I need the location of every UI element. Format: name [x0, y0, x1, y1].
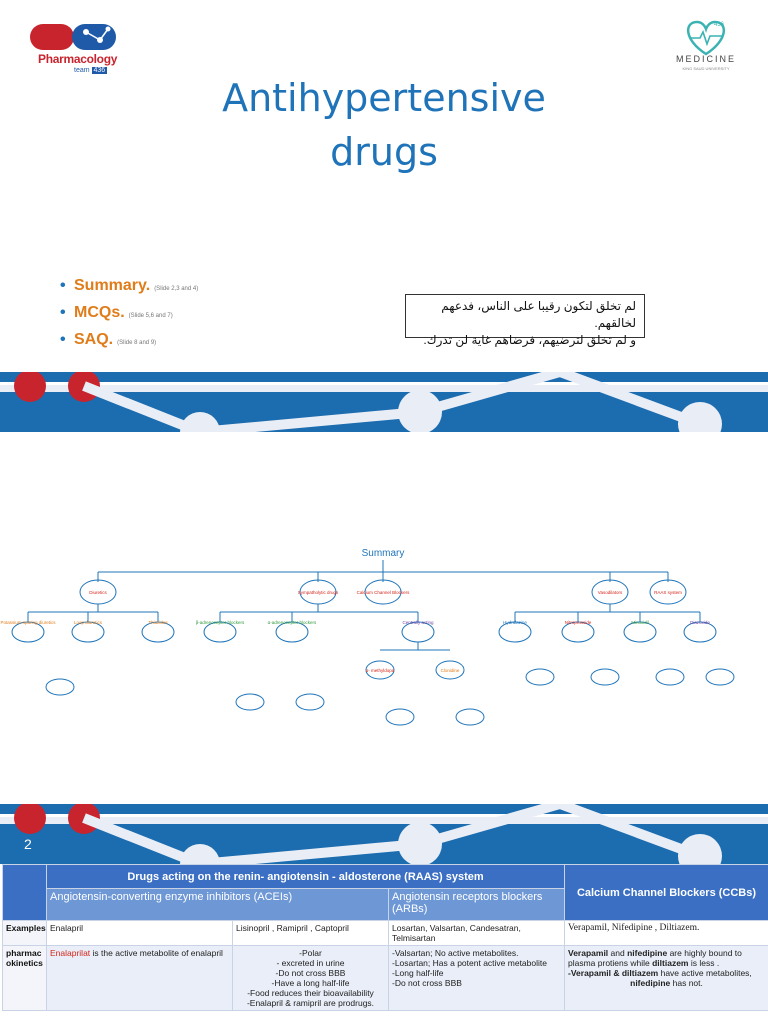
node-raas: RAAS system	[654, 590, 682, 595]
arb-header: Angiotensin receptors blockers (ARBs)	[388, 888, 565, 921]
arb-pk: -Valsartan; No active metabolites. -Losa…	[388, 945, 565, 1011]
raas-header: Drugs acting on the renin- angiotensin -…	[46, 864, 565, 889]
title-line-1: Antihypertensive	[222, 76, 546, 120]
contents-item[interactable]: •SAQ.(Slide 8 and 9)	[60, 331, 157, 348]
quote-line-2: و لم تخلق لترضيهم، فرضاهم غاية لن تدرك.	[423, 333, 636, 347]
node-hydralazine: Hydralazine	[503, 620, 527, 625]
acei-example-1: Enalapril	[46, 920, 233, 946]
corner-cell	[2, 864, 47, 921]
raas-ccb-table-slide: Drugs acting on the renin- angiotensin -…	[0, 864, 768, 1024]
node-thiazides: Thiazides	[148, 620, 168, 625]
quote-line-1: لم تخلق لتكون رقيبا على الناس، فدعهم لخا…	[441, 299, 636, 330]
arb-example: Losartan, Valsartan, Candesatran, Telmis…	[388, 920, 565, 946]
summary-heading: Summary	[362, 548, 405, 559]
title-slide: Pharmacology team 436 436 MEDICINE KING …	[0, 0, 768, 432]
page-number: 2	[24, 836, 32, 852]
node-ccb: Calcium Channel Blockers	[357, 590, 411, 595]
acei-pk-1: Enalaprilat is the active metabolite of …	[46, 945, 233, 1011]
acei-pk-2: -Polar - excreted in urine -Do not cross…	[232, 945, 389, 1011]
logo-left-title: Pharmacology	[38, 52, 118, 66]
pharmacology-team-logo: Pharmacology team 436	[28, 16, 128, 90]
node-central: Centrally acting	[402, 620, 434, 625]
node-alpha-blockers: α-adrenoceptor blockers	[268, 620, 317, 625]
summary-diagram: Summary Diuretics Sympatholytic d	[0, 548, 735, 726]
acei-header: Angiotensin-converting enzyme inhibitors…	[46, 888, 389, 921]
node-loop: Loop diuretics	[74, 620, 103, 625]
contents-list: •Summary.(Slide 2,3 and 4) •MCQs.(Slide …	[60, 274, 198, 355]
acei-example-2: Lisinopril , Ramipril , Captopril	[232, 920, 389, 946]
node-beta-blockers: β-adrenoceptor blockers	[196, 620, 245, 625]
node-diazoxide: Diazoxide	[690, 620, 710, 625]
medicine-logo: 436 MEDICINE KING SAUD UNIVERSITY	[664, 14, 748, 78]
node-vasodilators: Vasodilators	[598, 590, 623, 595]
contents-item[interactable]: •Summary.(Slide 2,3 and 4)	[60, 277, 199, 294]
logo-right-text: MEDICINE	[675, 54, 736, 64]
contents-item[interactable]: •MCQs.(Slide 5,6 and 7)	[60, 304, 173, 321]
row-label-examples: Examples	[2, 920, 47, 946]
node-nitroprusside: Nitroprusside	[565, 620, 592, 625]
node-clonidine: Clonidine	[441, 668, 460, 673]
ccb-header: Calcium Channel Blockers (CCBs)	[564, 864, 768, 921]
logo-right-badge: 436	[714, 22, 725, 28]
node-diuretics: Diuretics	[89, 590, 107, 595]
decorative-banner-2	[0, 804, 768, 864]
node-sympatholytic: Sympatholytic drugs	[298, 590, 339, 595]
logo-left-team: team 436	[74, 67, 108, 74]
summary-slide: Summary Diuretics Sympatholytic d	[0, 432, 768, 864]
ccb-pk: Verapamil and nifedipine are highly boun…	[564, 945, 768, 1011]
row-label-pharmacokinetics: pharmacokinetics	[2, 945, 47, 1011]
node-minoxidil: Minoxidil	[631, 620, 649, 625]
title-line-2: drugs	[330, 129, 438, 174]
decorative-banner	[0, 372, 768, 432]
ccb-example: Verapamil, Nifedipine , Diltiazem.	[564, 920, 768, 946]
arabic-quote-box: لم تخلق لتكون رقيبا على الناس، فدعهم لخا…	[405, 294, 645, 347]
logo-right-sub: KING SAUD UNIVERSITY	[682, 66, 730, 71]
comparison-table: Drugs acting on the renin- angiotensin -…	[2, 864, 768, 1011]
node-k-sparing: Potassium sparing diuretics	[0, 620, 56, 625]
node-methyldopa: α- methyldopa	[366, 668, 395, 673]
slide-title: Antihypertensive drugs	[0, 72, 768, 180]
